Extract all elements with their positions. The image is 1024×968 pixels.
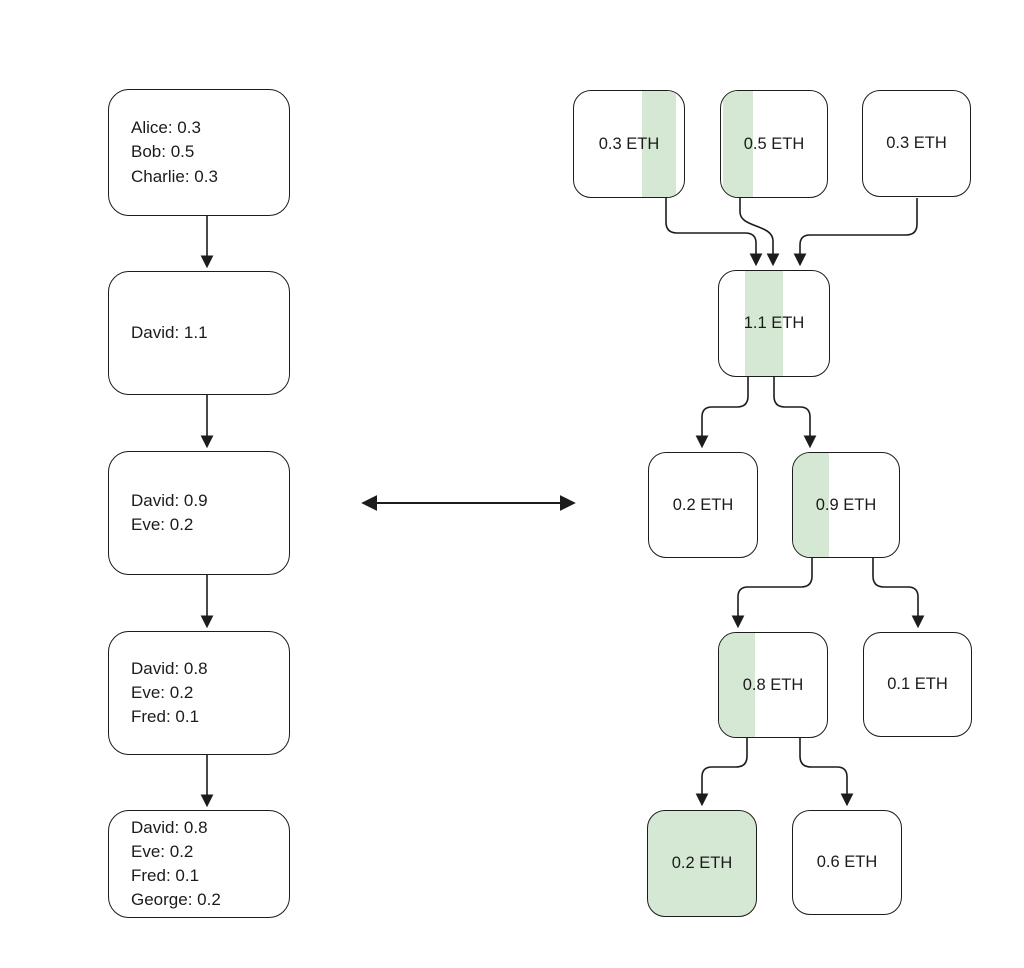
utxo-node-output-2: 0.9 ETH	[792, 452, 900, 558]
utxo-node-output-3: 0.8 ETH	[718, 632, 828, 738]
utxo-amount-label: 1.1 ETH	[743, 314, 805, 332]
account-state-node-4: David: 0.8 Eve: 0.2 Fred: 0.1	[108, 631, 290, 755]
highlight-stripe	[723, 91, 753, 197]
utxo-amount-label: 0.6 ETH	[816, 853, 878, 871]
highlight-stripe	[745, 271, 783, 376]
edge-out2-out4	[872, 557, 925, 629]
edge-in1-tx	[665, 198, 763, 267]
edge-out3-out5	[695, 737, 748, 807]
utxo-amount-label: 0.3 ETH	[598, 134, 660, 153]
edge-tx-out1	[695, 377, 749, 449]
utxo-node-merged: 1.1 ETH	[718, 270, 830, 377]
account-state-node-3: David: 0.9 Eve: 0.2	[108, 451, 290, 575]
edge-out2-out3	[731, 557, 813, 629]
highlight-stripe	[793, 453, 830, 557]
utxo-amount-label: 0.2 ETH	[672, 495, 734, 514]
highlight-stripe	[719, 633, 755, 737]
utxo-node-output-6: 0.6 ETH	[792, 810, 902, 915]
utxo-amount-label: 0.8 ETH	[742, 675, 804, 694]
account-state-node-1: Alice: 0.3 Bob: 0.5 Charlie: 0.3	[108, 89, 290, 216]
account-state-label: Alice: 0.3 Bob: 0.5 Charlie: 0.3	[131, 118, 218, 186]
edge-in2-tx	[739, 198, 780, 267]
edge-in3-tx	[793, 198, 918, 267]
utxo-amount-label: 0.1 ETH	[887, 675, 948, 693]
utxo-amount-label: 0.5 ETH	[743, 134, 805, 153]
utxo-node-input-2: 0.5 ETH	[720, 90, 828, 198]
utxo-node-output-1: 0.2 ETH	[648, 452, 758, 558]
utxo-amount-label: 0.2 ETH	[671, 854, 733, 872]
edge-tx-out2	[773, 377, 817, 449]
utxo-node-output-5: 0.2 ETH	[647, 810, 757, 917]
edge-out3-out6	[799, 737, 854, 807]
account-state-node-5: David: 0.8 Eve: 0.2 Fred: 0.1 George: 0.…	[108, 810, 290, 918]
utxo-node-output-4: 0.1 ETH	[863, 632, 972, 737]
account-state-node-2: David: 1.1	[108, 271, 290, 395]
utxo-amount-label: 0.3 ETH	[886, 134, 947, 152]
utxo-node-input-3: 0.3 ETH	[862, 90, 971, 197]
utxo-amount-label: 0.9 ETH	[815, 495, 877, 514]
account-state-label: David: 0.8 Eve: 0.2 Fred: 0.1 George: 0.…	[131, 817, 221, 910]
account-state-label: David: 0.8 Eve: 0.2 Fred: 0.1	[131, 658, 208, 727]
account-state-label: David: 0.9 Eve: 0.2	[131, 490, 208, 534]
utxo-node-input-1: 0.3 ETH	[573, 90, 685, 198]
account-state-label: David: 1.1	[131, 322, 208, 342]
highlight-stripe	[642, 91, 677, 197]
